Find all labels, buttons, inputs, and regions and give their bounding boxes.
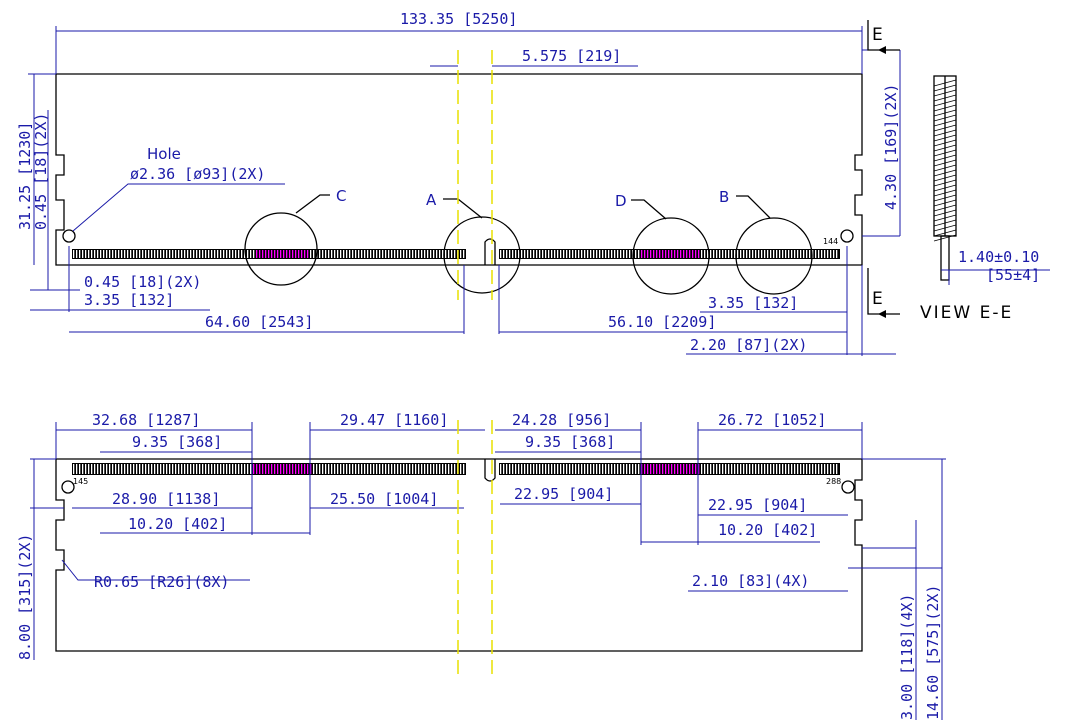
bottom-view: 145 288 32.68 [1287] 9.35 [368] 29.47 [1… bbox=[16, 411, 946, 720]
detail-b-circle bbox=[735, 217, 813, 295]
dim-edge-offset: 0.45 [18](2X) bbox=[84, 273, 201, 291]
dim-overall-length: 133.35 [5250] bbox=[400, 10, 517, 28]
pin-145-label: 145 bbox=[73, 477, 88, 486]
view-e-e: 1.40±0.10 [55±4] VIEW E-E bbox=[920, 75, 1050, 323]
dim-left-key: 25.50 [1004] bbox=[330, 490, 438, 508]
dim-notch-3: 3.00 [118](4X) bbox=[898, 594, 916, 720]
detail-a-circle bbox=[443, 216, 521, 294]
top-pin-row bbox=[72, 249, 840, 259]
bottom-right-hole bbox=[841, 480, 855, 494]
dim-right-pink-start: 9.35 [368] bbox=[525, 433, 615, 451]
dim-notch-height: 8.00 [315](2X) bbox=[16, 534, 34, 660]
left-hole bbox=[62, 229, 76, 243]
dim-center-left: 29.47 [1160] bbox=[340, 411, 448, 429]
dim-center-right: 24.28 [956] bbox=[512, 411, 611, 429]
detail-b-label: B bbox=[719, 188, 729, 206]
dim-right-section: 26.72 [1052] bbox=[718, 411, 826, 429]
dim-right-inner: 22.95 [904] bbox=[708, 496, 807, 514]
radius-leader bbox=[61, 559, 250, 581]
dim-left-inner: 28.90 [1138] bbox=[112, 490, 220, 508]
leader-b bbox=[736, 195, 771, 219]
section-hatch bbox=[933, 79, 957, 242]
detail-d-label: D bbox=[615, 192, 627, 210]
bottom-pin-row bbox=[72, 463, 840, 475]
dim-left-pink: 10.20 [402] bbox=[128, 515, 227, 533]
dim-notch-depth: 2.10 [83](4X) bbox=[692, 572, 809, 590]
section-arrow-bottom bbox=[867, 268, 900, 315]
pin-144-label: 144 bbox=[823, 237, 838, 246]
dim-radius: R0.65 [R26](8X) bbox=[94, 573, 229, 591]
section-e-top: E bbox=[872, 25, 885, 45]
detail-c-label: C bbox=[336, 187, 346, 205]
dim-left-hole-x: 3.35 [132] bbox=[84, 291, 174, 309]
detail-d-circle bbox=[632, 217, 710, 295]
detail-a-label: A bbox=[426, 191, 437, 209]
hole-diameter: ø2.36 [ø93](2X) bbox=[130, 165, 265, 183]
leader-a bbox=[443, 198, 483, 219]
dim-right-notch-height: 4.30 [169](2X) bbox=[882, 84, 900, 210]
pin-288-label: 288 bbox=[826, 477, 841, 486]
dim-left-to-notch: 64.60 [2543] bbox=[205, 313, 313, 331]
top-view: C A D B 144 133.35 [5250] 5.575 [219] 31… bbox=[16, 10, 901, 356]
dim-right-pink: 10.20 [402] bbox=[718, 521, 817, 539]
leader-d bbox=[631, 199, 667, 220]
dim-notch-width: 5.575 [219] bbox=[522, 47, 621, 65]
key-notch bbox=[484, 238, 496, 265]
leader-c bbox=[295, 194, 330, 214]
dim-notch-14: 14.60 [575](2X) bbox=[924, 585, 942, 720]
dim-left-section: 32.68 [1287] bbox=[92, 411, 200, 429]
dim-right-side-offset: 2.20 [87](2X) bbox=[690, 336, 807, 354]
dim-right-to-notch: 56.10 [2209] bbox=[608, 313, 716, 331]
hole-label: Hole bbox=[147, 145, 181, 163]
hole-leader bbox=[72, 183, 285, 232]
thickness-mils: [55±4] bbox=[986, 266, 1040, 284]
section-edge bbox=[940, 235, 950, 281]
section-e-bottom: E bbox=[872, 289, 885, 309]
view-title: VIEW E-E bbox=[920, 303, 1013, 323]
dim-right-hole-x: 3.35 [132] bbox=[708, 294, 798, 312]
detail-c-circle bbox=[244, 212, 318, 286]
dim-hole-offset-vertical: 0.45 [18](2X) bbox=[32, 113, 50, 230]
bottom-board-outline bbox=[55, 458, 863, 652]
bottom-key-notch bbox=[484, 459, 496, 482]
bottom-left-hole bbox=[61, 480, 75, 494]
dim-height: 31.25 [1230] bbox=[16, 122, 34, 230]
right-hole bbox=[840, 229, 854, 243]
section-arrow-top bbox=[867, 20, 900, 51]
dim-left-pink-start: 9.35 [368] bbox=[132, 433, 222, 451]
dim-right-inner-top: 22.95 [904] bbox=[514, 485, 613, 503]
thickness-value: 1.40±0.10 bbox=[958, 248, 1039, 266]
